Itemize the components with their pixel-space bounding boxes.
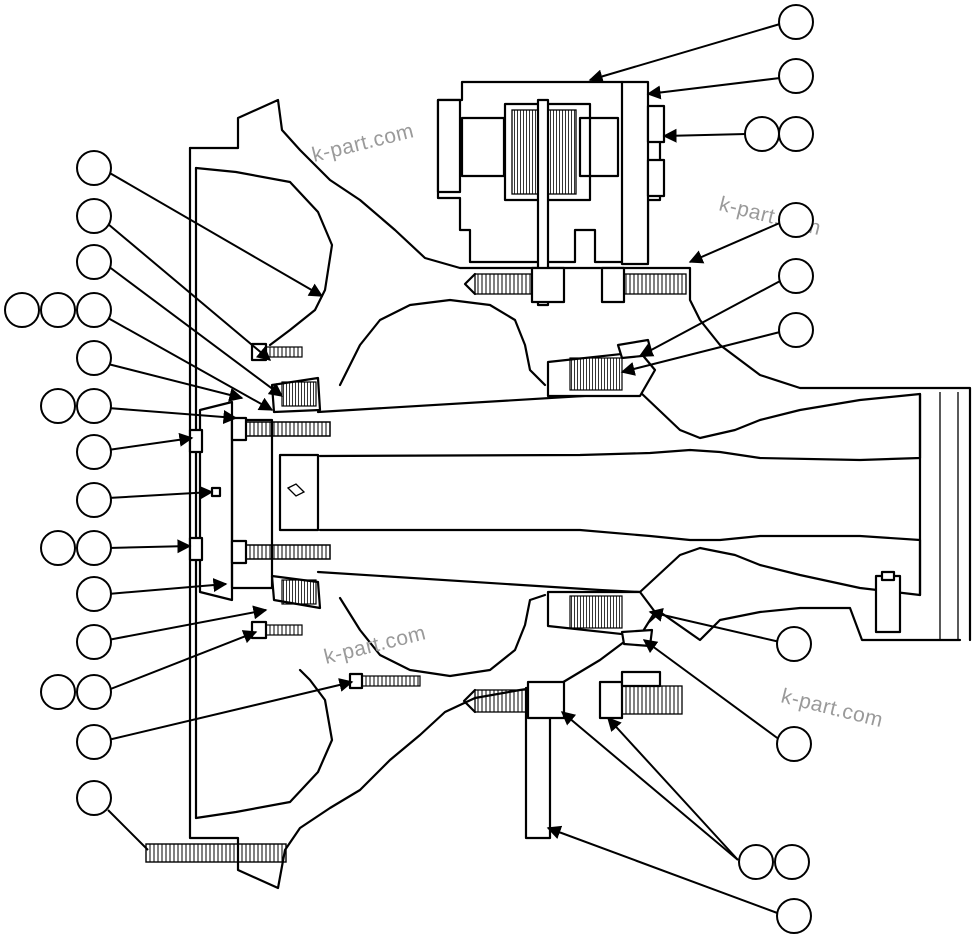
hub-cap-screw-lower: [250, 620, 303, 640]
callout-bubble[interactable]: [778, 58, 814, 94]
callout-bubble[interactable]: [76, 780, 112, 816]
retainer-bolt-lower: [230, 539, 331, 565]
caliper-mount-bolt-right: [600, 266, 687, 304]
callout-bubble[interactable]: [744, 116, 780, 152]
watermark-bottom-right: k-part.com: [779, 685, 886, 733]
leader-lines: [107, 23, 783, 915]
callout-bubble[interactable]: [76, 292, 112, 328]
brake-caliper: [436, 80, 666, 307]
callouts: [4, 4, 814, 934]
callout-bubble[interactable]: [40, 388, 76, 424]
inner-bearing-lower: [270, 574, 322, 610]
callout-bubble[interactable]: [776, 898, 812, 934]
callout-bubble[interactable]: [778, 116, 814, 152]
callout-bubble[interactable]: [778, 258, 814, 294]
callout-bubble[interactable]: [40, 530, 76, 566]
brake-disc-lower: [462, 680, 566, 840]
callout-bubble[interactable]: [76, 482, 112, 518]
caliper-mount-bolt-left: [463, 266, 566, 304]
callout-bubble[interactable]: [76, 244, 112, 280]
wheel-stud: [145, 843, 287, 863]
callout-bubble[interactable]: [774, 844, 810, 880]
inner-bearing-upper: [270, 376, 322, 414]
hub-set-screw: [348, 672, 421, 690]
callout-bubble[interactable]: [4, 292, 40, 328]
watermark-top: k-part.com: [310, 119, 417, 167]
callout-bubble[interactable]: [40, 674, 76, 710]
callout-bubble[interactable]: [738, 844, 774, 880]
callout-bubble[interactable]: [76, 576, 112, 612]
callout-bubble[interactable]: [40, 292, 76, 328]
callout-bubble[interactable]: [778, 4, 814, 40]
callout-bubble[interactable]: [76, 624, 112, 660]
callout-bubble[interactable]: [776, 726, 812, 762]
callout-bubble[interactable]: [778, 202, 814, 238]
callout-bubble[interactable]: [778, 312, 814, 348]
axle-spindle: [316, 390, 959, 640]
callout-bubble[interactable]: [776, 626, 812, 662]
lower-bracket-bolt: [598, 670, 683, 720]
callout-bubble[interactable]: [76, 434, 112, 470]
callout-bubble[interactable]: [76, 150, 112, 186]
callout-bubble[interactable]: [76, 674, 112, 710]
callout-bubble[interactable]: [76, 724, 112, 760]
callout-bubble[interactable]: [76, 198, 112, 234]
callout-bubble[interactable]: [76, 340, 112, 376]
retainer-bolt-upper: [230, 416, 331, 442]
outer-bearing-lower: [546, 590, 657, 648]
callout-bubble[interactable]: [76, 388, 112, 424]
callout-bubble[interactable]: [76, 530, 112, 566]
watermark-bottom: k-part.com: [322, 621, 429, 669]
